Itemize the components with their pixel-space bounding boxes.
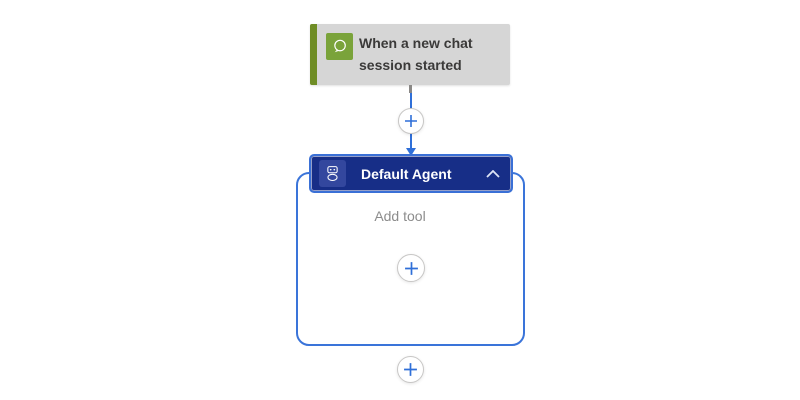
connector-arrowhead [406,148,416,156]
trigger-accent-bar [310,24,317,85]
agent-title: Default Agent [361,165,452,182]
trigger-title: When a new chat session started [359,35,473,73]
plus-icon [403,362,418,377]
chevron-up-icon [486,169,500,178]
agent-card-default-agent[interactable]: Default Agent [309,154,513,193]
plus-icon [404,261,419,276]
add-tool-label: Add tool [374,208,426,224]
insert-step-button[interactable] [398,108,424,134]
add-tool-button[interactable] [397,254,425,282]
chat-bubble-icon [326,33,353,60]
bot-icon [319,160,346,187]
trigger-card-new-chat-session[interactable]: When a new chat session started [310,24,510,85]
plus-icon [404,114,418,128]
collapse-card-button[interactable] [484,168,502,180]
add-next-step-button[interactable] [397,356,424,383]
connector-stub [409,85,412,93]
